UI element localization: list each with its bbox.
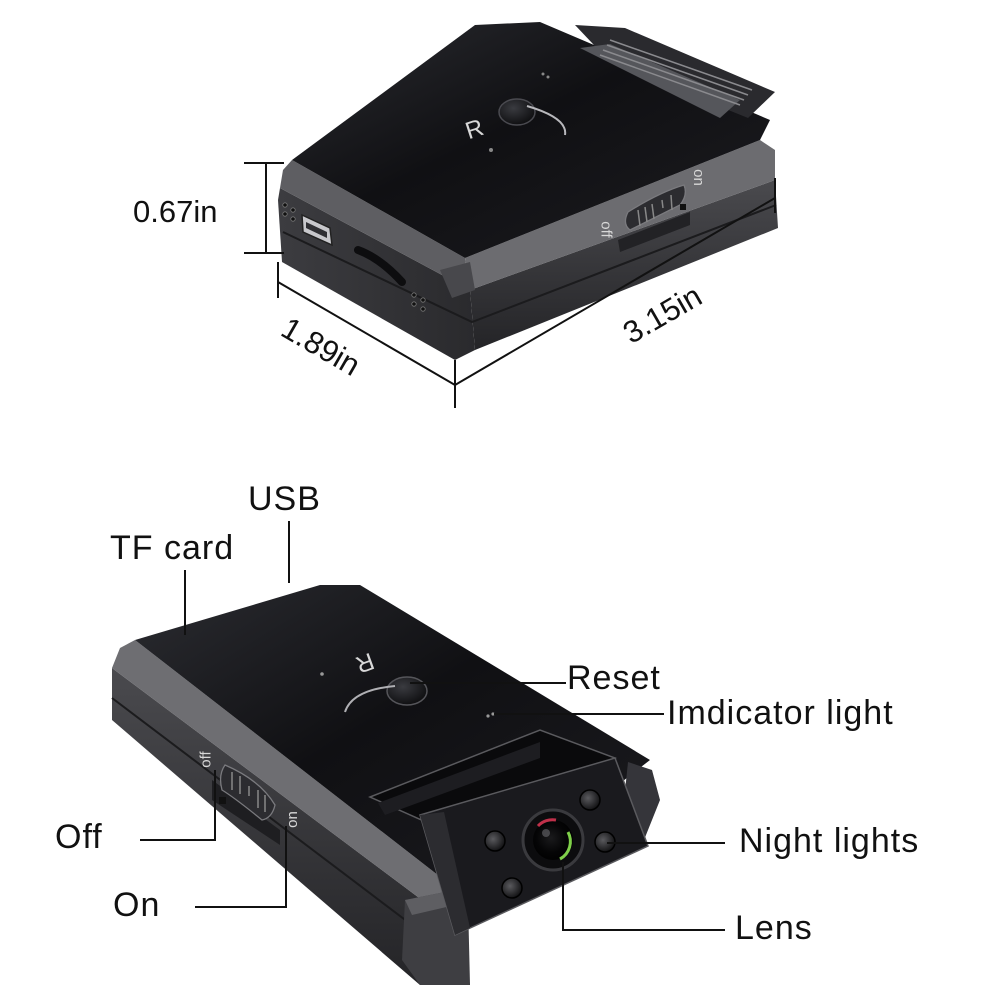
dimension-lines bbox=[244, 162, 776, 408]
bottom-switch-off-label: off bbox=[197, 751, 215, 768]
callout-leader-lines bbox=[140, 521, 725, 931]
lens-callout: Lens bbox=[735, 909, 813, 947]
top-reset-button bbox=[498, 98, 536, 126]
usb-callout: USB bbox=[248, 480, 321, 518]
off-callout: Off bbox=[55, 818, 103, 856]
top-device-body bbox=[278, 22, 778, 360]
bottom-device-body bbox=[111, 585, 660, 985]
bottom-lens bbox=[521, 808, 585, 872]
bottom-power-switch bbox=[212, 764, 280, 845]
top-mic-holes bbox=[282, 202, 426, 312]
bottom-reset-button bbox=[386, 676, 428, 706]
height-dimension-label: 0.67in bbox=[133, 194, 218, 229]
reset-callout: Reset bbox=[567, 659, 661, 697]
top-switch-off-label: off bbox=[597, 221, 615, 238]
top-tf-slot bbox=[354, 246, 406, 286]
bottom-switch-on-label: on bbox=[283, 811, 301, 828]
indicator-light-callout: Imdicator light bbox=[667, 694, 894, 732]
tf-card-callout: TF card bbox=[110, 529, 235, 567]
bottom-night-lights bbox=[484, 789, 616, 899]
lens-leader bbox=[562, 862, 725, 931]
top-switch-on-label: on bbox=[689, 169, 707, 186]
on-callout: On bbox=[113, 886, 161, 924]
on-leader bbox=[195, 826, 287, 908]
top-power-switch bbox=[618, 184, 690, 252]
night-lights-callout: Night lights bbox=[739, 822, 920, 860]
off-leader bbox=[140, 770, 216, 841]
